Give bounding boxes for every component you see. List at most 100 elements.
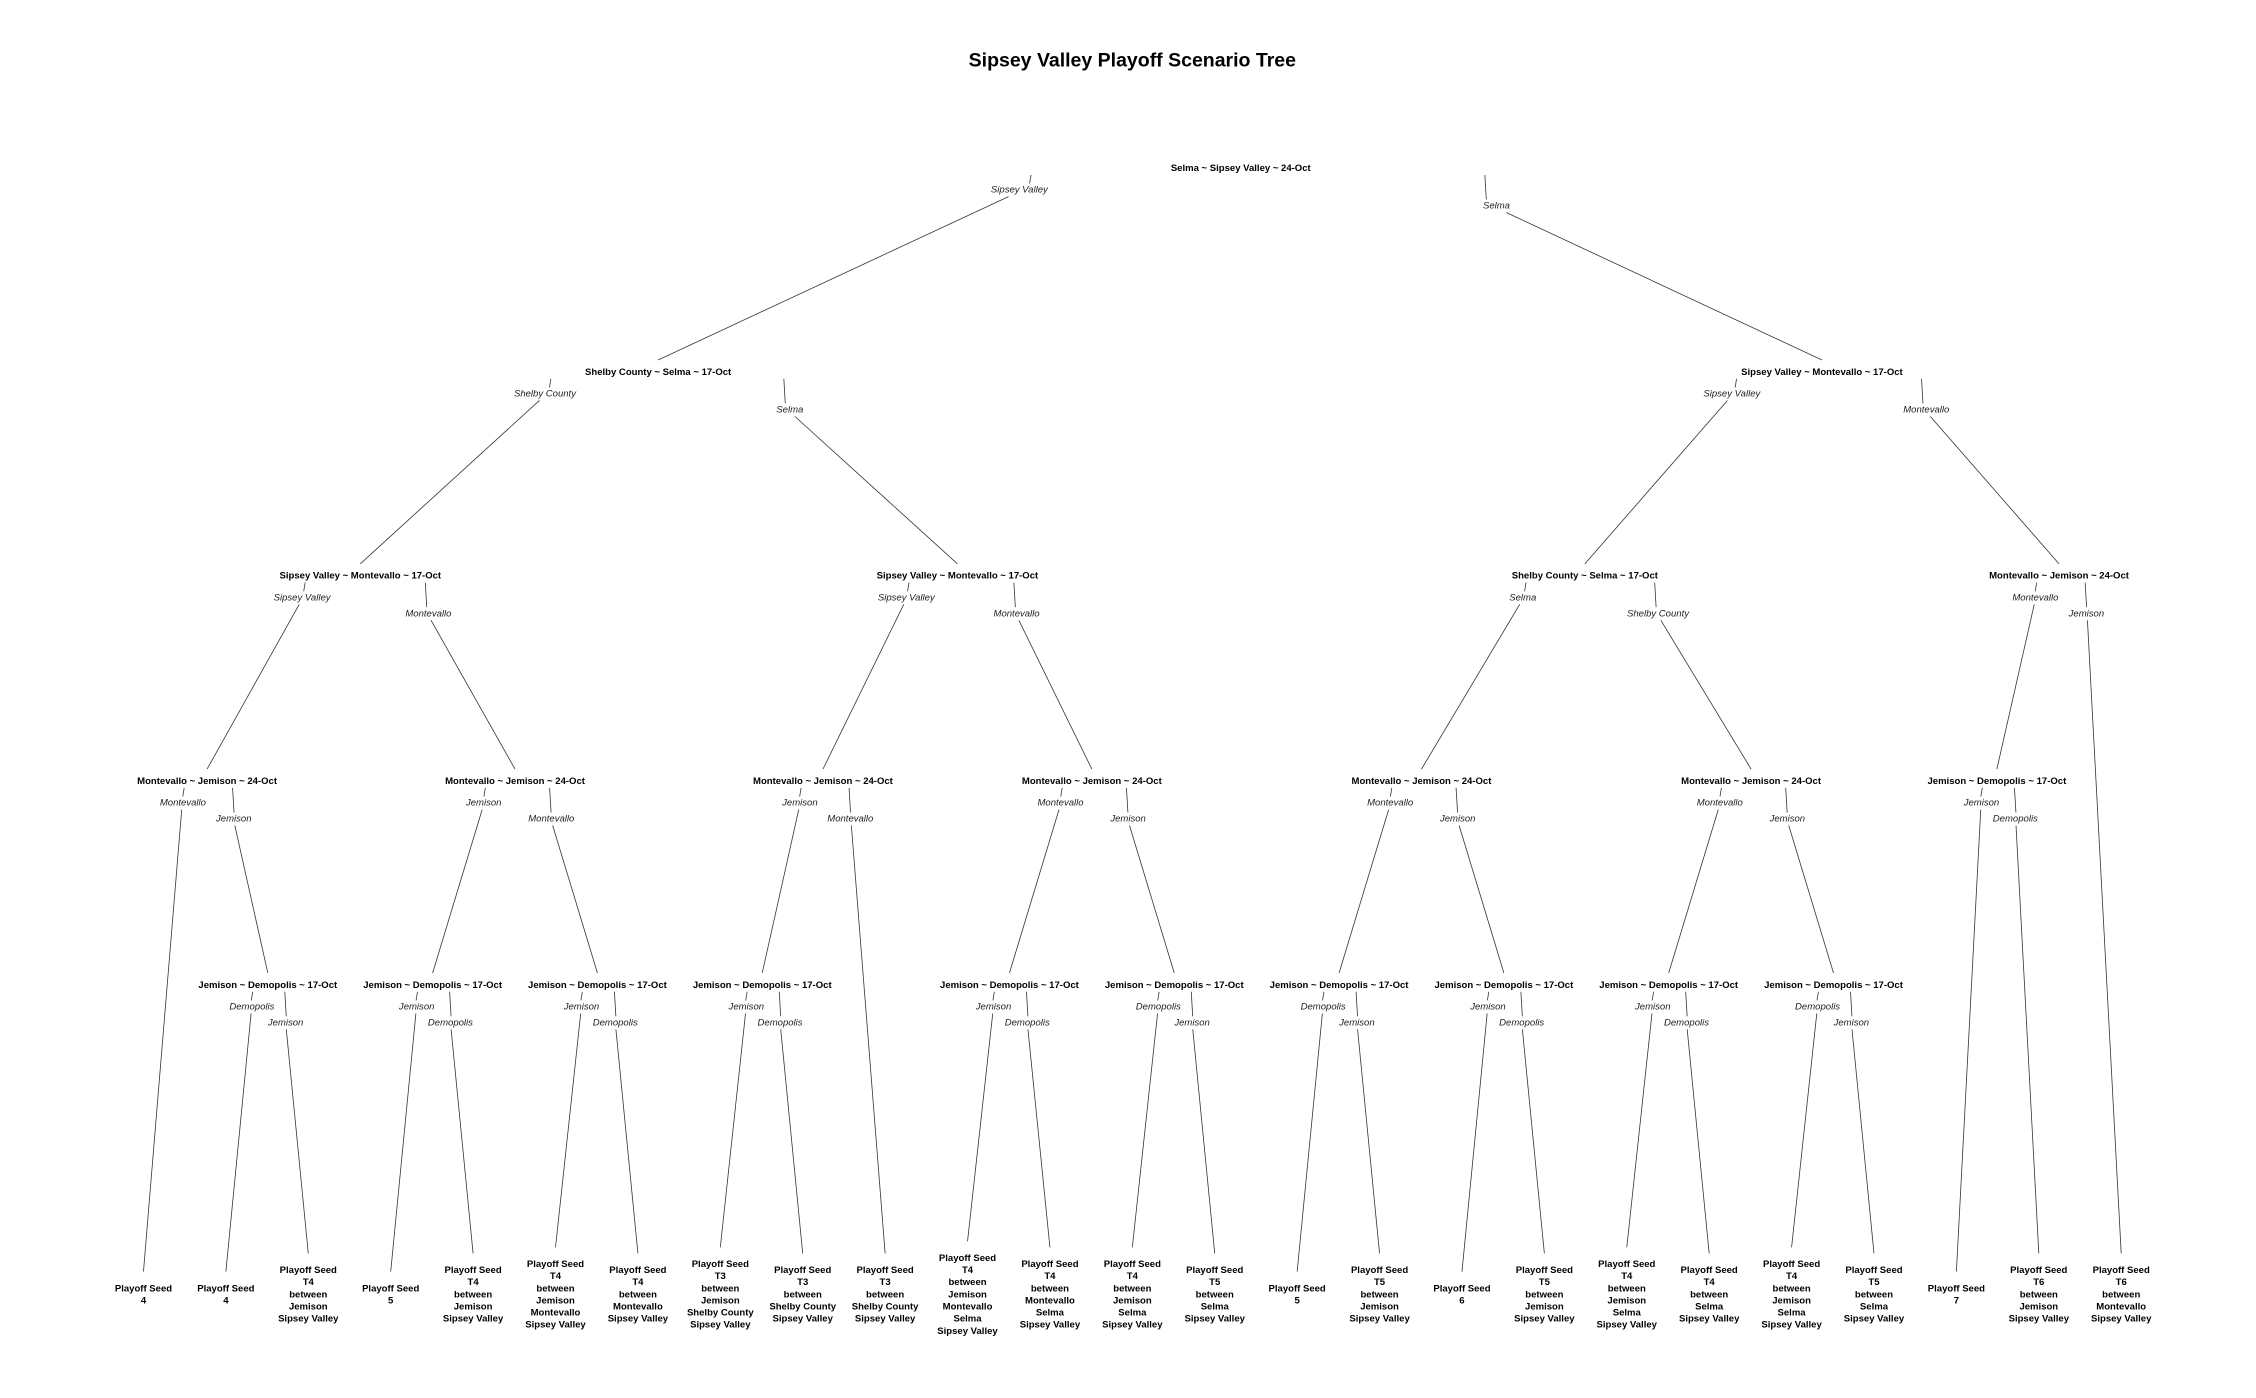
branch-line (1996, 604, 2035, 770)
leaf-line: Sipsey Valley (1844, 1314, 1905, 1325)
branch-winner-label: Montevallo (160, 798, 206, 809)
branch-tick (303, 582, 306, 592)
branch-winner-label: Jemison (728, 1002, 765, 1013)
branch-winner-label: Selma (776, 404, 803, 415)
branch-tick (424, 582, 428, 608)
branch-winner-label: Jemison (465, 798, 502, 809)
leaf-line: between (2020, 1289, 2058, 1300)
branch-tick (1455, 787, 1458, 813)
leaf-line: Jemison (948, 1289, 987, 1300)
branch-winner-label: Shelby County (514, 389, 577, 400)
leaf-line: 6 (1459, 1295, 1464, 1306)
leaf-line: Playoff Seed (939, 1253, 996, 1264)
branch-winner-label: Jemison (1963, 798, 2000, 809)
branch-tick (2014, 787, 2017, 813)
leaf-line: Selma (1118, 1308, 1147, 1319)
leaf-line: Shelby County (769, 1302, 836, 1313)
leaf-line: Selma (1036, 1308, 1065, 1319)
leaf-line: Playoff Seed (1845, 1265, 1902, 1276)
branch-line (967, 1013, 994, 1242)
branch-line (1296, 1013, 1323, 1272)
branch-winner-label: Jemison (1833, 1017, 1870, 1028)
leaf-line: T4 (468, 1277, 480, 1288)
branch-tick (1157, 991, 1160, 1001)
branch-winner-label: Montevallo (827, 814, 873, 825)
branch-line (615, 1029, 639, 1254)
branch-winner-label: Demopolis (758, 1017, 803, 1028)
branch-line (285, 1029, 309, 1254)
leaf-line: Sipsey Valley (443, 1314, 504, 1325)
branch-tick (1719, 787, 1722, 797)
leaf-line: Jemison (701, 1295, 740, 1306)
leaf-line: Playoff Seed (1928, 1283, 1985, 1294)
leaf-line: Montevallo (531, 1308, 581, 1319)
branch-winner-label: Jemison (2068, 608, 2105, 619)
leaf-line: between (948, 1277, 986, 1288)
leaf-line: Playoff Seed (1763, 1259, 1820, 1270)
branch-tick (580, 991, 583, 1001)
branch-winner-label: Shelby County (1627, 608, 1690, 619)
branch-winner-label: Demopolis (1795, 1002, 1840, 1013)
branch-winner-label: Jemison (267, 1017, 304, 1028)
branch-tick (992, 991, 995, 1001)
branch-line (1521, 1029, 1545, 1254)
leaf-line: between (1031, 1283, 1069, 1294)
branch-line (761, 809, 800, 974)
leaf-line: Playoff Seed (1516, 1265, 1573, 1276)
branch-line (1955, 809, 1982, 1272)
tree-edges (143, 174, 2122, 1272)
match-node: Montevallo ~ Jemison ~ 24-Oct (1352, 776, 1493, 787)
branch-line (2087, 620, 2122, 1254)
branch-winner-label: Jemison (1769, 814, 1806, 825)
leaf-line: T5 (1374, 1277, 1386, 1288)
leaf-line: Montevallo (613, 1302, 663, 1313)
branch-line (1338, 809, 1390, 974)
branch-line (225, 1013, 252, 1272)
branch-tick (799, 787, 802, 797)
leaf-line: between (619, 1289, 657, 1300)
leaf-line: between (536, 1283, 574, 1294)
leaf-line: between (1773, 1283, 1811, 1294)
leaf-line: Jemison (536, 1295, 575, 1306)
leaf-line: Sipsey Valley (1679, 1314, 1740, 1325)
leaf-line: Jemison (1772, 1295, 1811, 1306)
branch-line (432, 809, 483, 974)
leaf-line: T5 (1539, 1277, 1551, 1288)
match-node: Montevallo ~ Jemison ~ 24-Oct (1681, 776, 1822, 787)
leaf-line: T4 (1786, 1271, 1798, 1282)
branch-line (1788, 825, 1834, 974)
leaf-line: between (866, 1289, 904, 1300)
match-node: Jemison ~ Demopolis ~ 17-Oct (198, 980, 338, 991)
branch-line (2015, 825, 2040, 1254)
leaf-line: T5 (1868, 1277, 1880, 1288)
leaf-line: Montevallo (1025, 1295, 1075, 1306)
branch-tick (1190, 991, 1194, 1017)
branch-winner-label: Jemison (215, 814, 252, 825)
branch-line (390, 1013, 417, 1272)
branch-winner-label: Demopolis (1993, 814, 2038, 825)
branch-line (657, 196, 1009, 361)
match-node: Sipsey Valley ~ Montevallo ~ 17-Oct (1741, 367, 1903, 378)
branch-winner-label: Montevallo (405, 608, 451, 619)
branch-tick (1685, 991, 1688, 1017)
leaf-line: T3 (797, 1277, 808, 1288)
branch-tick (1026, 991, 1029, 1017)
leaf-line: between (1196, 1289, 1234, 1300)
leaf-line: Jemison (289, 1302, 328, 1313)
branch-line (850, 825, 886, 1254)
leaf-line: T3 (715, 1271, 726, 1282)
leaf-line: Montevallo (2096, 1302, 2146, 1313)
branch-winner-label: Montevallo (1037, 798, 1083, 809)
leaf-line: Playoff Seed (857, 1265, 914, 1276)
branch-tick (449, 991, 452, 1017)
branch-tick (848, 787, 851, 813)
